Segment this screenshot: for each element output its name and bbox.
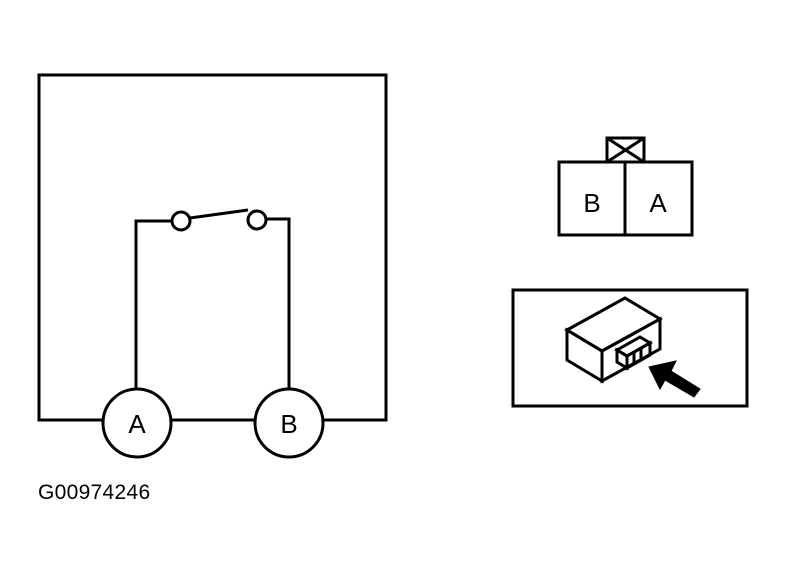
switch-left-wire: [134, 219, 172, 388]
arrow-icon: [648, 360, 701, 398]
module-connector: [614, 335, 653, 371]
terminal-b-label: B: [280, 409, 297, 439]
connector-pin-left-label: B: [583, 188, 600, 218]
connector-pin-right-label: A: [649, 188, 667, 218]
component-view-frame: [511, 288, 749, 408]
terminal-b: B: [253, 387, 325, 459]
switch-contact-right: [246, 209, 268, 231]
terminal-a-label: A: [128, 409, 146, 439]
module-box: [563, 296, 664, 384]
switch-right-wire: [266, 217, 291, 388]
figure-id: G00974246: [38, 481, 151, 504]
latch-cross-2: [606, 136, 645, 164]
switch-contact-left: [170, 210, 192, 232]
connector-face: B A: [557, 136, 694, 237]
terminal-a: A: [101, 387, 173, 459]
switch-blade: [189, 208, 249, 220]
schematic-circuit: A B: [37, 73, 388, 459]
component-view: [511, 288, 749, 408]
outer-loop-wire: [37, 73, 388, 422]
